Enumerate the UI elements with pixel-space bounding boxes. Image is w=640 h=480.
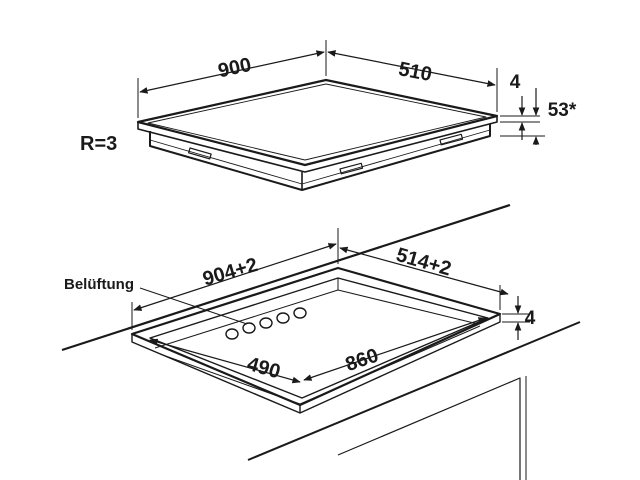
- ventilation-label: Belüftung: [64, 276, 134, 293]
- vent-slot-right: [439, 133, 464, 146]
- total-height-label: 53*: [548, 100, 577, 121]
- ventilation-holes: [225, 307, 307, 340]
- cutout-depth-label: 514+2: [394, 244, 454, 281]
- corner-radius-label: R=3: [80, 133, 117, 155]
- hob-width-label: 900: [216, 54, 253, 82]
- dim-line-cutout-depth: [339, 246, 509, 296]
- dim-line-inner-depth: [149, 338, 301, 384]
- cutout-width-label: 904+2: [200, 254, 260, 291]
- vent-slot-center: [339, 162, 364, 175]
- hob-drawing: [136, 40, 545, 191]
- glass-thickness-label: 4: [510, 72, 521, 93]
- dim-line-hob-depth: [327, 50, 496, 87]
- vent-slot-left: [188, 147, 212, 160]
- cutout-drawing: [61, 203, 581, 480]
- vent-hole: [242, 322, 256, 334]
- vent-hole: [276, 312, 290, 324]
- dim-line-hob-width: [139, 50, 325, 94]
- hob-glass-edge: [137, 116, 498, 173]
- cabinet-side: [337, 377, 521, 480]
- worktop-front-edge: [247, 321, 581, 461]
- cutout-edge-label: 4: [525, 308, 536, 329]
- hob-glass-inner-edge: [147, 83, 487, 161]
- vent-hole: [259, 317, 273, 329]
- dim-line-cutout-width: [133, 243, 337, 311]
- dim-line-inner-width: [303, 317, 487, 381]
- hob-depth-label: 510: [397, 58, 434, 86]
